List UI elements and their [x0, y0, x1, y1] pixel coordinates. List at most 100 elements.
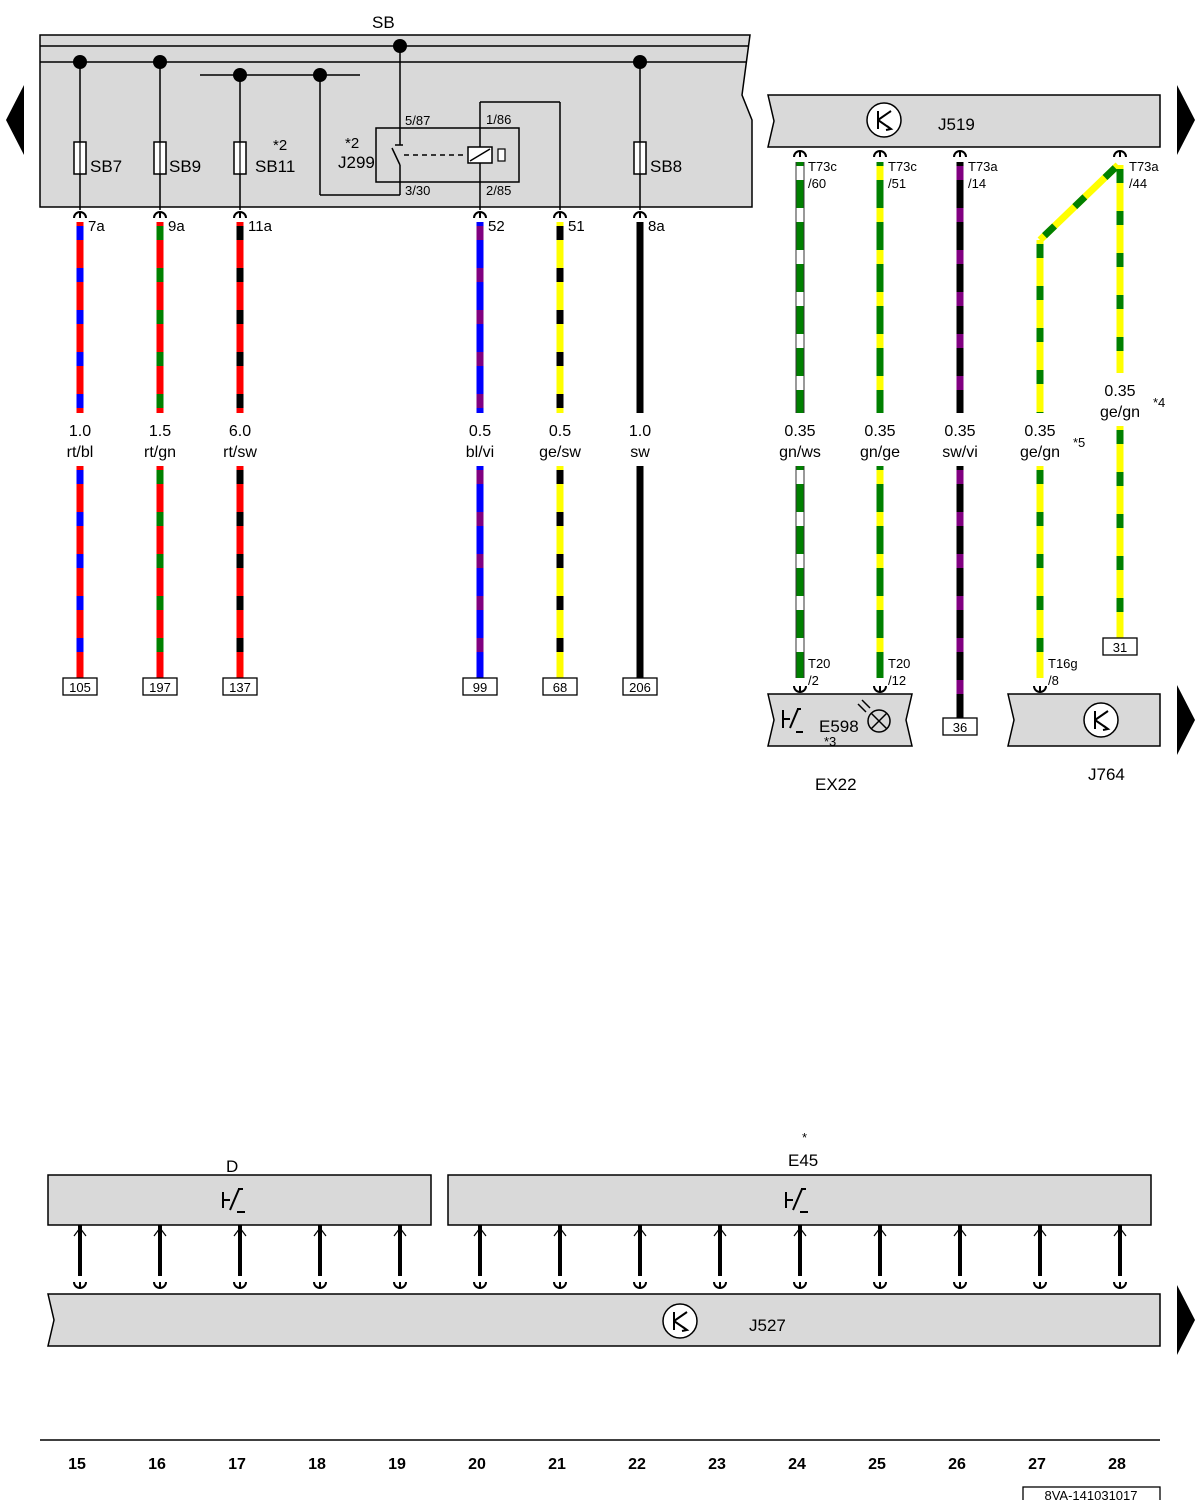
terminal-box-label: 68: [553, 680, 567, 695]
wire-size-label: 0.35: [1024, 423, 1055, 440]
connector-pin-icon: [793, 685, 807, 693]
connector-pin-icon: [1033, 685, 1047, 693]
terminal-box-label: 105: [69, 680, 91, 695]
wire-color-label: rt/bl: [67, 444, 94, 461]
connector-pin-icon: [153, 211, 167, 219]
fuse-sb7-label: SB7: [90, 157, 122, 176]
connector-label: T73c: [808, 159, 837, 174]
relay-j299-label: J299: [338, 153, 375, 172]
junction-nodes: [73, 39, 647, 82]
column-number: 23: [708, 1456, 726, 1473]
column-number: 28: [1108, 1456, 1126, 1473]
ex22-panel: [767, 693, 913, 747]
terminal-box-label: 36: [953, 720, 967, 735]
connector-label: T73c: [888, 159, 917, 174]
wire-size-label: 1.0: [629, 423, 651, 440]
connector-label: /51: [888, 176, 906, 191]
j764-control-unit: [1007, 693, 1161, 747]
e45-panel: [447, 1174, 1152, 1226]
connector-pin-icon: [633, 1281, 647, 1289]
wire-arrow-icon: [153, 1227, 167, 1237]
right-wire-group: [793, 150, 1127, 718]
pin-330-label: 3/30: [405, 183, 430, 198]
wire-size-label: 0.35: [1104, 383, 1135, 400]
doc-id-box: [1022, 1486, 1161, 1500]
terminal-box-label: 137: [229, 680, 251, 695]
connector-label: /60: [808, 176, 826, 191]
connector-pin-icon: [713, 1281, 727, 1289]
wire-lower-segment: [795, 466, 805, 678]
connector-pin-icon: [233, 211, 247, 219]
column-number: 22: [628, 1456, 646, 1473]
column-number: 21: [548, 1456, 566, 1473]
connector-pin-icon: [73, 1281, 87, 1289]
wire-arrow-icon: [633, 1227, 647, 1237]
ex22-label: EX22: [815, 775, 857, 794]
wire-pin-label: 8a: [648, 218, 665, 235]
wire-arrow-icon: [793, 1227, 807, 1237]
column-number: 24: [788, 1456, 806, 1473]
e598-label: E598: [819, 717, 859, 736]
connector-pin-icon: [1033, 1281, 1047, 1289]
connector-pin-icon: [1113, 150, 1127, 158]
fuse-wiring: [79, 46, 641, 210]
wire-color-label: ge/gn: [1020, 444, 1060, 461]
connector-pin-icon: [793, 150, 807, 158]
terminal-box-label: 197: [149, 680, 171, 695]
connector-pin-icon: [873, 150, 887, 158]
column-number: 17: [228, 1456, 246, 1473]
bottom-wire-group: [73, 1225, 1127, 1289]
connector-label: /14: [968, 176, 986, 191]
wire-note-label: *4: [1153, 395, 1165, 410]
column-number: 19: [388, 1456, 406, 1473]
fuse-sb11-note: *2: [273, 137, 287, 154]
relay-j299: [375, 127, 520, 183]
connector-pin-icon: [793, 1281, 807, 1289]
wire-size-label: 1.0: [69, 423, 91, 440]
wire-color-label: sw: [630, 444, 650, 461]
terminal-box-label: 31: [1113, 640, 1127, 655]
column-number: 18: [308, 1456, 326, 1473]
connector-label: /8: [1048, 673, 1059, 688]
sb-label: SB: [372, 13, 395, 32]
wire-color-label: ge/gn: [1100, 404, 1140, 421]
column-number: 20: [468, 1456, 486, 1473]
page-arrow-right-icon[interactable]: [1177, 1285, 1195, 1355]
wire-size-label: 0.35: [784, 423, 815, 440]
connector-pin-icon: [553, 211, 567, 219]
fuse-sb9-label: SB9: [169, 157, 201, 176]
j519-label: J519: [938, 115, 975, 134]
fuse-sb11-label: SB11: [255, 157, 295, 176]
relay-note: *2: [345, 135, 359, 152]
wire-note-label: *5: [1073, 435, 1085, 450]
connector-pin-icon: [233, 1281, 247, 1289]
connector-pin-icon: [953, 150, 967, 158]
page-arrow-right-icon[interactable]: [1177, 85, 1195, 155]
terminal-boxes-left: [62, 677, 658, 696]
wire-pin-label: 51: [568, 218, 585, 235]
wire-size-label: 0.5: [469, 423, 491, 440]
column-number: 15: [68, 1456, 86, 1473]
page-arrow-right-icon[interactable]: [1177, 685, 1195, 755]
doc-id-label: 8VA-141031017: [1044, 1488, 1137, 1500]
wire-pin-label: 11a: [248, 218, 273, 235]
connector-label: T73a: [968, 159, 998, 174]
left-wire-group: [73, 211, 647, 678]
connector-pin-icon: [473, 211, 487, 219]
wire-color-label: sw/vi: [942, 444, 978, 461]
wire-color-label: rt/sw: [223, 444, 257, 461]
connector-label: /44: [1129, 176, 1147, 191]
page-arrow-left-icon[interactable]: [6, 85, 24, 155]
switch-icon: [785, 1188, 808, 1213]
connector-pin-icon: [953, 1281, 967, 1289]
pin-587-label: 5/87: [405, 113, 430, 128]
connector-pin-icon: [633, 211, 647, 219]
connector-pin-icon: [73, 211, 87, 219]
lamp-cross-icon: [870, 712, 888, 730]
wire-color-label: ge/sw: [539, 444, 581, 461]
wire-arrow-icon: [873, 1227, 887, 1237]
wire-arrow-icon: [473, 1227, 487, 1237]
wire-size-label: 0.35: [864, 423, 895, 440]
switch-icon: [782, 708, 803, 733]
connector-label: /2: [808, 673, 819, 688]
